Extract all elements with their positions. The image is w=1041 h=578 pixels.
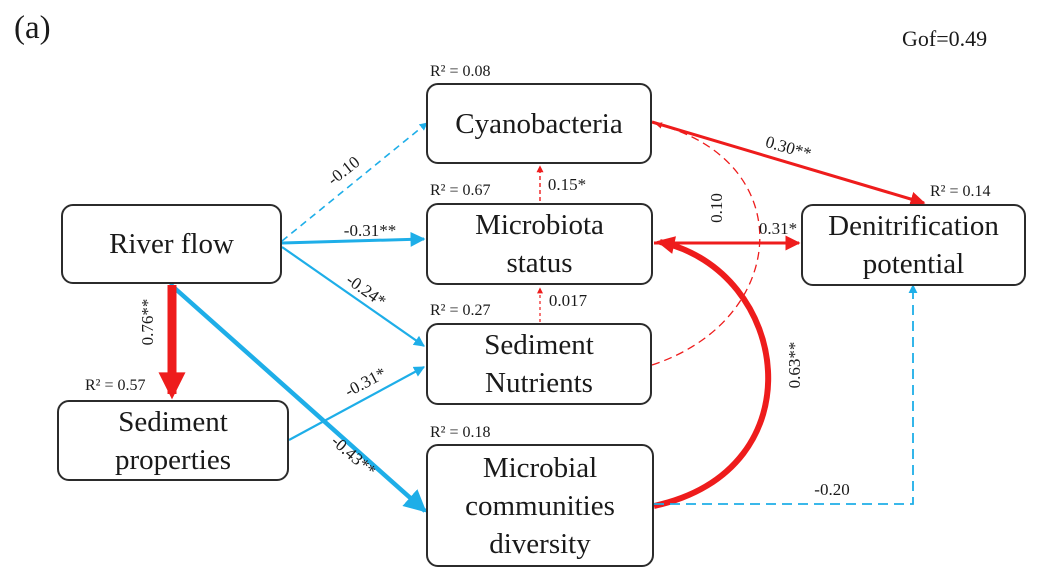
path-river-to-nutrients — [281, 246, 425, 347]
node-river-flow-label: River flow — [109, 228, 234, 260]
coef-nutrients-to-cyanobacteria: 0.10 — [707, 193, 726, 223]
path-properties-to-nutrients — [288, 366, 425, 441]
node-denitrification-line1: Denitrification — [828, 210, 999, 242]
node-microbial-diversity-line2: communities — [465, 489, 615, 522]
coef-microbiota-to-cyanobacteria: 0.15* — [548, 175, 586, 194]
coef-river-to-diversity: -0.43** — [328, 431, 380, 480]
r2-denitrification: R² = 0.14 — [930, 183, 991, 200]
r2-sediment-properties: R² = 0.57 — [85, 377, 146, 394]
path-diversity-to-denitrification — [654, 284, 918, 505]
r2-sediment-nutrients: R² = 0.27 — [430, 302, 491, 319]
coef-diversity-to-denitrification: -0.20 — [814, 480, 849, 499]
gof-value: Gof=0.49 — [902, 26, 988, 51]
node-microbial-diversity-line1: Microbial — [482, 451, 598, 484]
node-sediment-nutrients-line1: Sediment — [484, 329, 594, 361]
path-cyanobacteria-to-denitrification — [651, 120, 926, 207]
coef-nutrients-to-microbiota: 0.017 — [549, 291, 588, 310]
path-river-to-microbiota — [281, 231, 426, 247]
node-microbiota-status-line1: Microbiota — [475, 209, 604, 241]
node-microbial-diversity-line3: diversity — [489, 527, 591, 560]
node-microbiota-status-line2: status — [506, 247, 573, 279]
node-sediment-properties-line1: Sediment — [118, 405, 228, 438]
coef-microbiota-to-denitrification: 0.31* — [759, 219, 797, 238]
node-river-flow: River flow — [61, 204, 282, 284]
node-sediment-properties-line2: properties — [115, 443, 231, 476]
r2-microbiota-status: R² = 0.67 — [430, 182, 491, 199]
node-sediment-nutrients-line2: Nutrients — [485, 367, 593, 399]
path-nutrients-to-cyanobacteria — [651, 122, 761, 366]
coef-river-to-properties: 0.76** — [138, 299, 157, 346]
coef-river-to-microbiota: -0.31** — [344, 221, 396, 240]
path-diversity-to-microbiota — [653, 236, 772, 509]
node-sediment-nutrients: Sediment Nutrients — [426, 323, 652, 405]
node-microbial-diversity: Microbial communities diversity — [426, 444, 654, 567]
node-cyanobacteria: Cyanobacteria — [426, 83, 652, 164]
node-denitrification-potential: Denitrification potential — [801, 204, 1026, 286]
coef-properties-to-nutrients: -0.31* — [342, 363, 390, 400]
r2-microbial-diversity: R² = 0.18 — [430, 424, 491, 441]
node-microbiota-status: Microbiota status — [426, 203, 653, 285]
coef-diversity-to-microbiota: 0.63** — [785, 342, 804, 389]
node-cyanobacteria-label: Cyanobacteria — [455, 107, 623, 140]
node-denitrification-line2: potential — [862, 248, 965, 280]
coef-river-to-cyanobacteria: -0.10 — [324, 152, 364, 189]
node-sediment-properties: Sediment properties — [57, 400, 289, 481]
r2-cyanobacteria: R² = 0.08 — [430, 63, 491, 80]
path-river-to-diversity — [168, 282, 427, 513]
panel-label: (a) — [14, 10, 51, 46]
